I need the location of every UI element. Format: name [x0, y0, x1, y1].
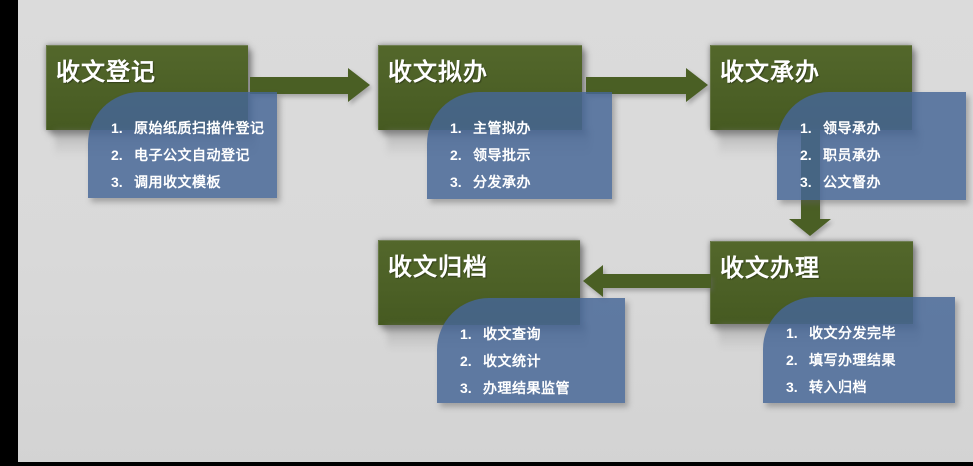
detail-item: 3. 办理结果监管	[437, 374, 625, 401]
arrow-shaft	[603, 274, 711, 288]
item-number: 1.	[786, 324, 798, 341]
step-title-undertaking: 收文承办	[720, 59, 820, 86]
item-number: 2.	[450, 146, 462, 163]
item-label: 公文督办	[823, 173, 881, 190]
step-title-drafting: 收文拟办	[388, 59, 488, 86]
detail-item: 1. 收文查询	[437, 320, 625, 347]
item-label: 职员承办	[823, 146, 881, 163]
detail-item: 2. 收文统计	[437, 347, 625, 374]
item-label: 收文统计	[483, 352, 541, 369]
item-label: 原始纸质扫描件登记	[134, 119, 265, 136]
step-title-archiving: 收文归档	[388, 254, 488, 281]
detail-item: 1. 领导承办	[777, 114, 966, 141]
left-black-bar	[0, 0, 18, 466]
item-number: 1.	[450, 119, 462, 136]
detail-item: 2. 电子公文自动登记	[88, 141, 277, 168]
bottom-black-bar	[0, 462, 973, 466]
item-number: 3.	[111, 173, 123, 190]
arrow-shaft	[250, 76, 348, 94]
detail-item: 3. 转入归档	[763, 373, 955, 400]
item-number: 2.	[460, 352, 472, 369]
step-details-registration: 1. 原始纸质扫描件登记 2. 电子公文自动登记 3. 调用收文模板	[88, 92, 277, 198]
detail-item: 2. 职员承办	[777, 141, 966, 168]
item-label: 转入归档	[809, 378, 867, 395]
item-number: 3.	[786, 378, 798, 395]
detail-item: 1. 主管拟办	[427, 114, 612, 141]
item-number: 2.	[800, 146, 812, 163]
item-number: 1.	[460, 325, 472, 342]
item-number: 2.	[786, 351, 798, 368]
item-label: 调用收文模板	[134, 173, 221, 190]
item-number: 3.	[800, 173, 812, 190]
item-number: 1.	[800, 119, 812, 136]
arrow-processing-to-archiving	[583, 265, 711, 297]
item-label: 办理结果监管	[483, 379, 570, 396]
detail-item: 1. 收文分发完毕	[763, 319, 955, 346]
arrow-head-left-icon	[583, 265, 603, 297]
step-details-undertaking: 1. 领导承办 2. 职员承办 3. 公文督办	[777, 92, 966, 200]
step-title-registration: 收文登记	[56, 59, 156, 86]
arrow-registration-to-drafting	[250, 68, 370, 102]
step-details-archiving: 1. 收文查询 2. 收文统计 3. 办理结果监管	[437, 298, 625, 403]
item-number: 3.	[450, 173, 462, 190]
item-label: 收文查询	[483, 325, 541, 342]
detail-item: 2. 填写办理结果	[763, 346, 955, 373]
arrow-shaft	[586, 76, 686, 94]
item-label: 填写办理结果	[809, 351, 896, 368]
detail-item: 3. 分发承办	[427, 168, 612, 195]
item-number: 2.	[111, 146, 123, 163]
arrow-head-right-icon	[686, 68, 708, 102]
item-label: 收文分发完毕	[809, 324, 896, 341]
step-details-drafting: 1. 主管拟办 2. 领导批示 3. 分发承办	[427, 92, 612, 199]
step-title-processing: 收文办理	[720, 255, 820, 282]
item-label: 领导承办	[823, 119, 881, 136]
detail-item: 1. 原始纸质扫描件登记	[88, 114, 277, 141]
detail-item: 3. 公文督办	[777, 168, 966, 195]
item-label: 主管拟办	[473, 119, 531, 136]
item-number: 1.	[111, 119, 123, 136]
detail-item: 2. 领导批示	[427, 141, 612, 168]
detail-item: 3. 调用收文模板	[88, 168, 277, 195]
item-label: 领导批示	[473, 146, 531, 163]
arrow-head-right-icon	[348, 68, 370, 102]
item-number: 3.	[460, 379, 472, 396]
arrow-head-down-icon	[789, 219, 831, 236]
item-label: 分发承办	[473, 173, 531, 190]
item-label: 电子公文自动登记	[134, 146, 250, 163]
step-details-processing: 1. 收文分发完毕 2. 填写办理结果 3. 转入归档	[763, 297, 955, 403]
arrow-drafting-to-undertaking	[586, 68, 708, 102]
